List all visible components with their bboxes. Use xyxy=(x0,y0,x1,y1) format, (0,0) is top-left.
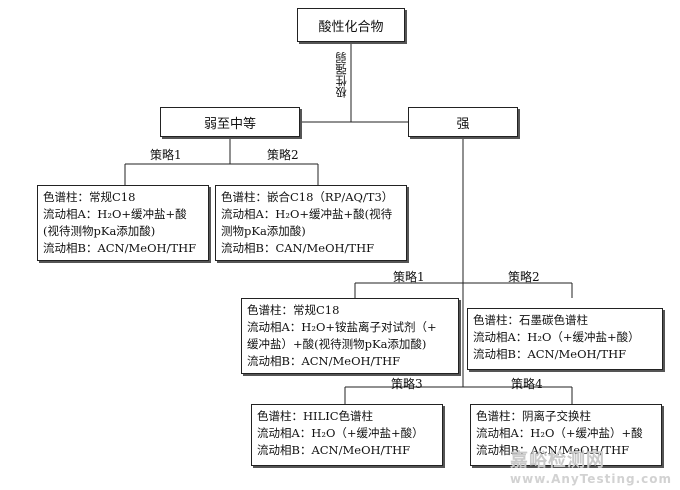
mobile-phase-b-text: 流动相B：ACN/MeOH/THF xyxy=(247,354,401,368)
strong-node: 强 xyxy=(408,107,518,137)
split-label: 极性强弱 xyxy=(334,52,348,98)
mobile-phase-a-text: 流动相A：H₂O+缓冲盐+酸(视待 xyxy=(221,207,393,221)
column-text: 色谱柱：阴离子交换柱 xyxy=(476,409,591,423)
mobile-phase-b-text: 流动相B：ACN/MeOH/THF xyxy=(473,347,627,361)
column-text: 色谱柱：常规C18 xyxy=(43,190,136,204)
watermark-sub: www.AnyTesting.com xyxy=(510,472,672,486)
left-strategy2-box: 色谱柱：嵌合C18（RP/AQ/T3） 流动相A：H₂O+缓冲盐+酸(视待 测物… xyxy=(215,185,407,261)
watermark-main: 嘉峪检测网 xyxy=(510,450,606,471)
right-strategy2-label: 策略2 xyxy=(508,270,540,284)
mobile-phase-a-text: 流动相A：H₂O（+缓冲盐+酸） xyxy=(257,426,424,440)
strong-title: 强 xyxy=(456,116,470,132)
left-strategy1-box: 色谱柱：常规C18 流动相A：H₂O+缓冲盐+酸 (视待测物pKa添加酸) 流动… xyxy=(37,185,209,261)
mobile-phase-a-note: 测物pKa添加酸) xyxy=(221,224,306,238)
column-text: 色谱柱：常规C18 xyxy=(247,303,340,317)
right-strategy3-label: 策略3 xyxy=(391,377,423,391)
column-text: 色谱柱：石墨碳色谱柱 xyxy=(473,313,588,327)
mobile-phase-a-text: 流动相A：H₂O+铵盐离子对试剂（+ xyxy=(247,320,437,334)
left-strategy1-label: 策略1 xyxy=(150,148,182,162)
watermark: 嘉峪检测网 www.AnyTesting.com xyxy=(510,446,672,486)
mobile-phase-b-text: 流动相B：ACN/MeOH/THF xyxy=(257,443,411,457)
mobile-phase-b-text: 流动相B：ACN/MeOH/THF xyxy=(43,241,197,255)
mobile-phase-a-note: (视待测物pKa添加酸) xyxy=(43,224,156,238)
mobile-phase-a-note: 缓冲盐）+酸(视待测物pKa添加酸) xyxy=(247,337,427,351)
mobile-phase-a-text: 流动相A：H₂O（+缓冲盐+酸） xyxy=(473,330,640,344)
right-strategy4-label: 策略4 xyxy=(511,377,543,391)
left-strategy2-label: 策略2 xyxy=(267,148,299,162)
column-text: 色谱柱：HILIC色谱柱 xyxy=(257,409,374,423)
root-node: 酸性化合物 xyxy=(297,8,405,42)
weak-medium-node: 弱至中等 xyxy=(160,107,300,137)
mobile-phase-a-text: 流动相A：H₂O+缓冲盐+酸 xyxy=(43,207,187,221)
right-strategy3-box: 色谱柱：HILIC色谱柱 流动相A：H₂O（+缓冲盐+酸） 流动相B：ACN/M… xyxy=(251,404,443,466)
right-strategy1-label: 策略1 xyxy=(393,270,425,284)
mobile-phase-a-text: 流动相A：H₂O（+缓冲盐）+酸 xyxy=(476,426,643,440)
weak-medium-title: 弱至中等 xyxy=(203,116,256,132)
root-title: 酸性化合物 xyxy=(318,19,384,35)
right-strategy2-box: 色谱柱：石墨碳色谱柱 流动相A：H₂O（+缓冲盐+酸） 流动相B：ACN/MeO… xyxy=(467,308,663,370)
right-strategy4-box: 色谱柱：阴离子交换柱 流动相A：H₂O（+缓冲盐）+酸 流动相B：ACN/MeO… xyxy=(470,404,662,466)
mobile-phase-b-text: 流动相B：ACN/MeOH/THF xyxy=(476,443,630,457)
column-text: 色谱柱：嵌合C18（RP/AQ/T3） xyxy=(221,190,394,204)
right-strategy1-box: 色谱柱：常规C18 流动相A：H₂O+铵盐离子对试剂（+ 缓冲盐）+酸(视待测物… xyxy=(241,298,459,374)
mobile-phase-b-text: 流动相B：CAN/MeOH/THF xyxy=(221,241,375,255)
